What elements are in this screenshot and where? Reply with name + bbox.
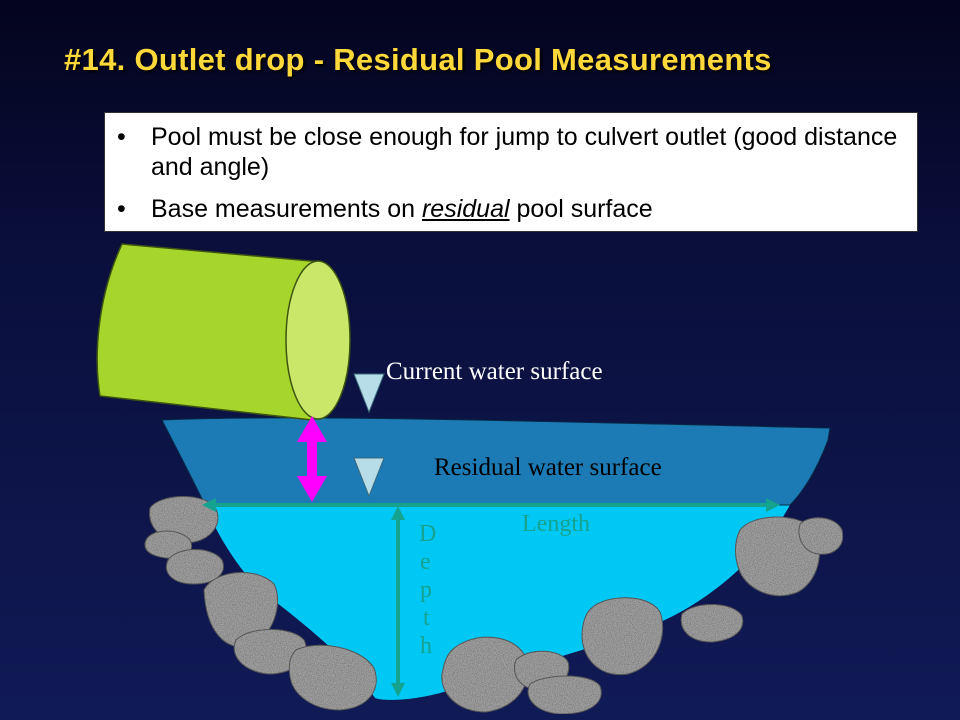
- bullet-item-pool-distance: • Pool must be close enough for jump to …: [105, 122, 917, 182]
- culvert-pipe: [96, 243, 351, 421]
- rock: [798, 517, 844, 555]
- bullet-dot: •: [117, 195, 126, 223]
- rock: [288, 644, 377, 711]
- depth-label-letter: p: [420, 577, 432, 603]
- rock: [203, 572, 278, 648]
- rock: [527, 675, 602, 715]
- depth-arrow: [391, 506, 405, 697]
- culvert-body: [96, 243, 323, 421]
- rock: [735, 516, 820, 597]
- bullet-list: • Pool must be close enough for jump to …: [105, 122, 917, 224]
- depth-label-letter: t: [423, 605, 430, 631]
- rock: [166, 549, 224, 585]
- rock: [441, 636, 529, 713]
- culvert-outlet-face: [285, 260, 351, 420]
- bullet-dot: •: [117, 123, 126, 151]
- bullet-text: Pool must be close enough for jump to cu…: [151, 123, 898, 181]
- rock: [581, 597, 664, 676]
- bullet-box: • Pool must be close enough for jump to …: [104, 112, 918, 232]
- depth-label-letter: D: [419, 521, 436, 547]
- slide-title: #14. Outlet drop - Residual Pool Measure…: [64, 42, 772, 77]
- bullet-text-pre: Base measurements on: [151, 195, 422, 223]
- rocks: [144, 495, 844, 715]
- rock: [680, 603, 744, 643]
- residual-surface-marker-icon: [353, 457, 385, 498]
- length-label: Length: [522, 511, 590, 537]
- drop-height-arrow: [297, 416, 327, 502]
- bullet-text-emphasis: residual: [421, 195, 510, 223]
- depth-label: D e p t h: [419, 521, 436, 659]
- current-water-surface-label: Current water surface: [386, 358, 603, 385]
- depth-label-letter: h: [420, 633, 432, 659]
- current-surface-marker-icon: [353, 373, 385, 414]
- bullet-text-post: pool surface: [509, 195, 653, 223]
- length-arrow: [202, 498, 780, 512]
- bullet-item-residual-surface: • Base measurements on residual pool sur…: [105, 194, 917, 224]
- residual-water-surface-label: Residual water surface: [434, 454, 662, 481]
- depth-label-letter: e: [420, 549, 431, 575]
